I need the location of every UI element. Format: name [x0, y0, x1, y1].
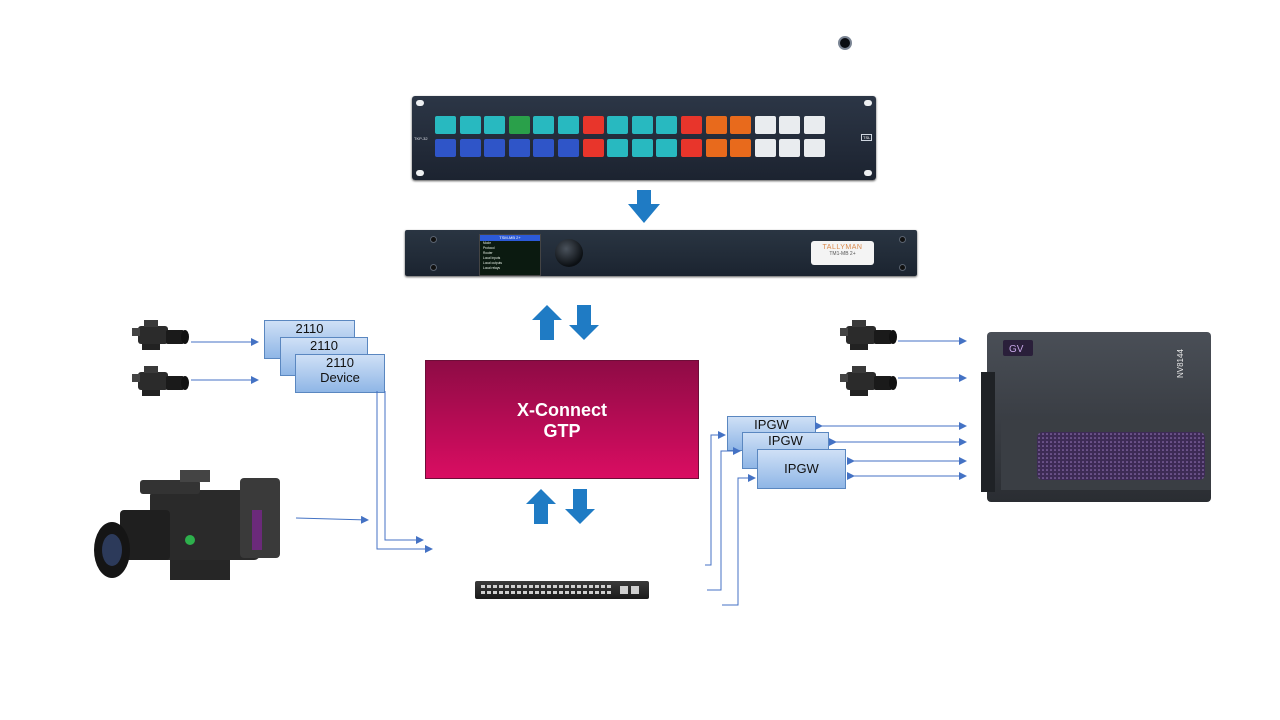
panel-button[interactable] — [631, 116, 653, 134]
camera-icon — [132, 366, 189, 396]
panel-button[interactable] — [484, 116, 506, 134]
screen-line: Local outputs — [483, 261, 502, 265]
screw — [430, 264, 437, 271]
panel-button[interactable] — [656, 139, 678, 157]
tallyman-screen: TSM-MB 2+ Mode Protocol Router Local Inp… — [479, 234, 541, 276]
panel-button[interactable] — [804, 116, 825, 134]
panel-button[interactable] — [508, 116, 530, 134]
rack-ear — [864, 170, 872, 176]
xconnect-subtitle: GTP — [543, 421, 581, 441]
tallyman-model: TM1-MB 2+ — [829, 251, 856, 257]
screen-title: TSM-MB 2+ — [480, 235, 540, 241]
panel-button[interactable] — [582, 116, 604, 134]
screen-line: Local relays — [483, 266, 501, 270]
panel-button[interactable] — [533, 139, 555, 157]
panel-logo: TSL — [861, 134, 873, 141]
ipgw-label: IPGW — [768, 433, 803, 448]
panel-button[interactable] — [459, 139, 481, 157]
router-model: NV8144 — [1176, 349, 1185, 378]
tallyman-badge: TALLYMAN TM1-MB 2+ — [811, 241, 874, 265]
panel-button[interactable] — [607, 139, 629, 157]
camera-icon — [840, 320, 897, 350]
screen-line: Mode — [483, 241, 491, 245]
bidirectional-arrow-icon — [532, 305, 599, 340]
panel-button[interactable] — [681, 139, 702, 157]
panel-button[interactable] — [508, 139, 530, 157]
2110-device-box: 2110 Device — [295, 354, 385, 393]
panel-button[interactable] — [779, 116, 801, 134]
tallyman-knob — [555, 239, 583, 267]
switch-ports — [481, 585, 639, 594]
screw — [899, 236, 906, 243]
push-button-panel: TKP-32 TSL — [412, 96, 876, 180]
studio-camera-icon — [94, 470, 280, 580]
device-label: 2110 — [326, 355, 354, 370]
panel-label: TKP-32 — [414, 136, 428, 141]
panel-button[interactable] — [754, 139, 776, 157]
panel-button[interactable] — [730, 116, 752, 134]
camera-icon — [840, 366, 897, 396]
panel-button[interactable] — [705, 139, 727, 157]
ipgw-box: IPGW — [757, 449, 846, 489]
screen-line: Local Inputs — [483, 256, 501, 260]
router-brand: GV — [1009, 344, 1024, 355]
panel-button[interactable] — [558, 116, 579, 134]
panel-button[interactable] — [435, 139, 456, 157]
panel-button[interactable] — [804, 139, 825, 157]
screen-line: Router — [483, 251, 493, 255]
panel-button[interactable] — [533, 116, 555, 134]
panel-button[interactable] — [705, 116, 727, 134]
panel-knob — [838, 36, 852, 50]
network-switch — [475, 581, 649, 599]
nv8144-router: GV NV8144 — [981, 332, 1211, 502]
panel-button[interactable] — [582, 139, 604, 157]
rack-ear — [864, 100, 872, 106]
screw — [899, 264, 906, 271]
tallyman-brand: TALLYMAN — [822, 244, 863, 251]
ipgw-label: IPGW — [784, 461, 819, 476]
xconnect-gtp-box: X-Connect GTP — [425, 360, 699, 479]
xconnect-title: X-Connect — [517, 400, 607, 420]
screw — [430, 236, 437, 243]
panel-button[interactable] — [779, 139, 801, 157]
bidirectional-arrow-icon — [526, 489, 595, 524]
rack-ear — [416, 170, 424, 176]
panel-button[interactable] — [459, 116, 481, 134]
panel-button[interactable] — [754, 116, 776, 134]
device-label: Device — [320, 370, 360, 385]
device-label: 2110 — [310, 338, 338, 353]
screen-line: Protocol — [483, 246, 495, 250]
panel-button[interactable] — [631, 139, 653, 157]
panel-button[interactable] — [435, 116, 456, 134]
device-label: 2110 — [295, 321, 324, 336]
tallyman-unit: TSM-MB 2+ Mode Protocol Router Local Inp… — [405, 230, 917, 276]
panel-button[interactable] — [607, 116, 629, 134]
panel-button[interactable] — [558, 139, 579, 157]
down-arrow-icon — [628, 190, 660, 223]
panel-button[interactable] — [656, 116, 678, 134]
camera-icon — [132, 320, 189, 350]
ipgw-label: IPGW — [754, 417, 789, 432]
panel-button[interactable] — [681, 116, 702, 134]
panel-button[interactable] — [730, 139, 752, 157]
rack-ear — [416, 100, 424, 106]
panel-button[interactable] — [484, 139, 506, 157]
